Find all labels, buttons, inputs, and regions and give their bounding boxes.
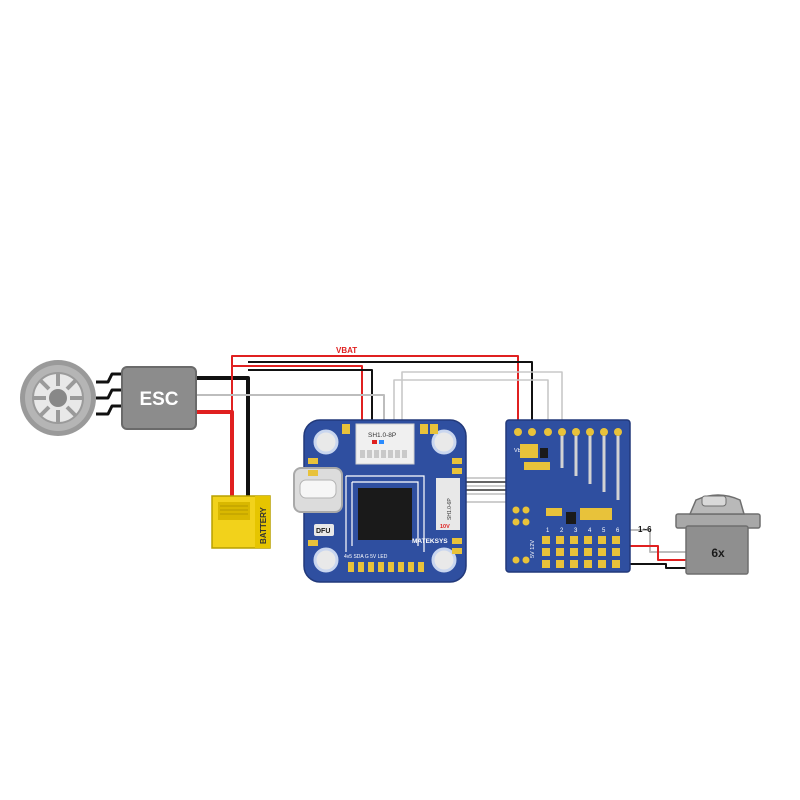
- ground-to-fc: [248, 369, 373, 424]
- esc-ground-wire: [195, 376, 250, 498]
- fc-side-connector: [436, 478, 460, 530]
- servo-signal-wire: [628, 529, 690, 553]
- svg-text:6: 6: [616, 528, 620, 534]
- servo-count-label: 6x: [711, 546, 725, 560]
- servo-range-label: 1~6: [638, 525, 652, 534]
- motor-wire-3: [96, 404, 122, 416]
- servo-power-wire: [628, 545, 690, 561]
- esc-signal-wire: [195, 394, 385, 424]
- fc-vbat-wire: [232, 365, 363, 424]
- pdb-channel-numbers: 1 2 3 4 5 6: [546, 528, 620, 534]
- motor: [20, 360, 96, 436]
- esc: ESC: [121, 366, 197, 430]
- sig-line-1: [393, 379, 549, 426]
- motor-wire-1: [96, 372, 122, 384]
- servo-board-top-pads: [514, 428, 622, 436]
- battery-label: BATTERY: [259, 506, 268, 544]
- sig-line-2: [401, 371, 563, 426]
- vbat-wire: [231, 355, 519, 426]
- svg-text:5: 5: [602, 528, 606, 534]
- fc-side-connector-label: SH1.0-6P: [447, 498, 453, 520]
- servo-ground-wire: [628, 563, 690, 569]
- svg-text:2: 2: [560, 528, 564, 534]
- fc-dfu-label: DFU: [316, 528, 330, 535]
- pdb-pin-grid: [542, 536, 620, 568]
- svg-text:3: 3: [574, 528, 578, 534]
- svg-text:1: 1: [546, 528, 550, 534]
- motor-wire-2: [96, 388, 122, 400]
- pdb-side-label: 5V 12V: [530, 540, 536, 558]
- battery: BATTERY: [211, 495, 271, 549]
- svg-text:4: 4: [588, 528, 592, 534]
- vbat-label: VBAT: [336, 346, 357, 355]
- ground-to-pdb: [248, 361, 533, 426]
- fc-10v-label: 10V: [440, 524, 450, 530]
- fc-mounting-holes: [313, 429, 457, 573]
- fc-mcu: [358, 488, 412, 540]
- esc-label: ESC: [139, 389, 178, 410]
- fc-brand-label: MATEKSYS: [412, 538, 448, 545]
- fc-bottom-row-label: 4v5 SDA G 5V LED: [344, 554, 388, 560]
- flight-controller: SH1.0-8P DFU MATEKSYS SH1.0-6P 10V: [293, 419, 467, 583]
- esc-power-wire: [195, 410, 234, 498]
- servo-board: Vbat G 1 2 3 4 5 6: [505, 419, 631, 573]
- pdb-vbat-label: Vbat: [514, 448, 526, 454]
- fc-top-connector-label: SH1.0-8P: [368, 432, 396, 439]
- servo: 6x: [675, 494, 761, 575]
- fc-bottom-pads: [348, 562, 424, 572]
